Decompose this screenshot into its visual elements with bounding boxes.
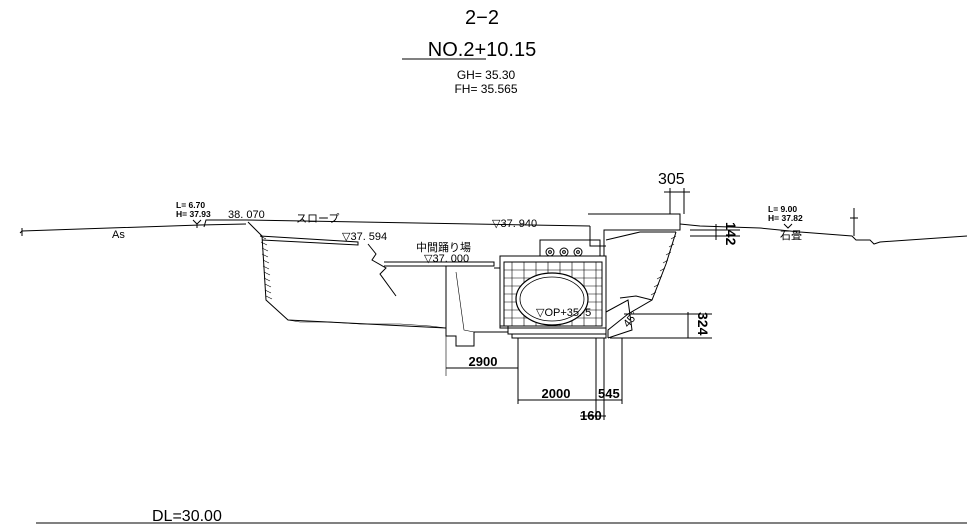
elevation-37000: ▽37. 000	[424, 253, 469, 265]
parapet-slope	[605, 231, 676, 241]
elevation-37594: ▽37. 594	[342, 231, 387, 243]
excavation-slope-left	[247, 221, 447, 329]
left-point-height: H= 37.93	[176, 209, 211, 219]
landing-slab	[384, 261, 495, 267]
slope-hatch-left	[259, 235, 273, 300]
dim-142: 142	[723, 222, 739, 246]
right-point-marker	[783, 223, 793, 229]
datum-label: DL=30.00	[152, 508, 222, 525]
ground-height-label: GH= 35.30	[457, 68, 516, 82]
dim-324: 324	[695, 312, 711, 336]
station-label: NO.2+10.15	[428, 39, 536, 61]
landing-label: 中間踊り場	[416, 241, 471, 254]
slope-slab-upper	[259, 235, 359, 246]
dim-160: 160	[580, 408, 602, 423]
formation-height-label: FH= 35.565	[454, 82, 517, 96]
excavation-slope-right	[607, 231, 677, 338]
right-point-length: L= 9.00	[768, 204, 797, 214]
slope-surface	[245, 219, 591, 227]
break-line	[367, 243, 397, 297]
dim-545: 545	[598, 386, 620, 401]
dim-2000: 2000	[542, 386, 571, 401]
culvert-box	[499, 239, 607, 339]
parapet-inner	[589, 226, 606, 247]
ground-line-left	[19, 223, 247, 234]
left-point-marker	[192, 219, 202, 225]
dim-2900: 2900	[469, 354, 498, 369]
parapet-top	[588, 213, 681, 256]
op-elevation-label: ▽OP+35. 5	[536, 307, 591, 319]
dim-305: 305	[658, 171, 685, 188]
left-point-length: L= 6.70	[176, 200, 205, 210]
elevation-38070: 38. 070	[228, 209, 265, 221]
chamfer-45	[605, 299, 633, 339]
angle-label: 45°	[621, 309, 641, 329]
pavement-label: As	[112, 229, 125, 241]
stone-pavement-label: 石畳	[780, 229, 802, 242]
slope-label: スロープ	[296, 212, 339, 225]
ground-line-right	[679, 223, 967, 245]
slope-hatch-right	[650, 235, 677, 296]
retaining-wall-left	[445, 266, 509, 347]
right-point-height: H= 37.82	[768, 213, 803, 223]
excavation-bottom	[287, 319, 447, 329]
elevation-37940: ▽37. 940	[492, 218, 537, 230]
section-label: 2−2	[465, 7, 499, 29]
